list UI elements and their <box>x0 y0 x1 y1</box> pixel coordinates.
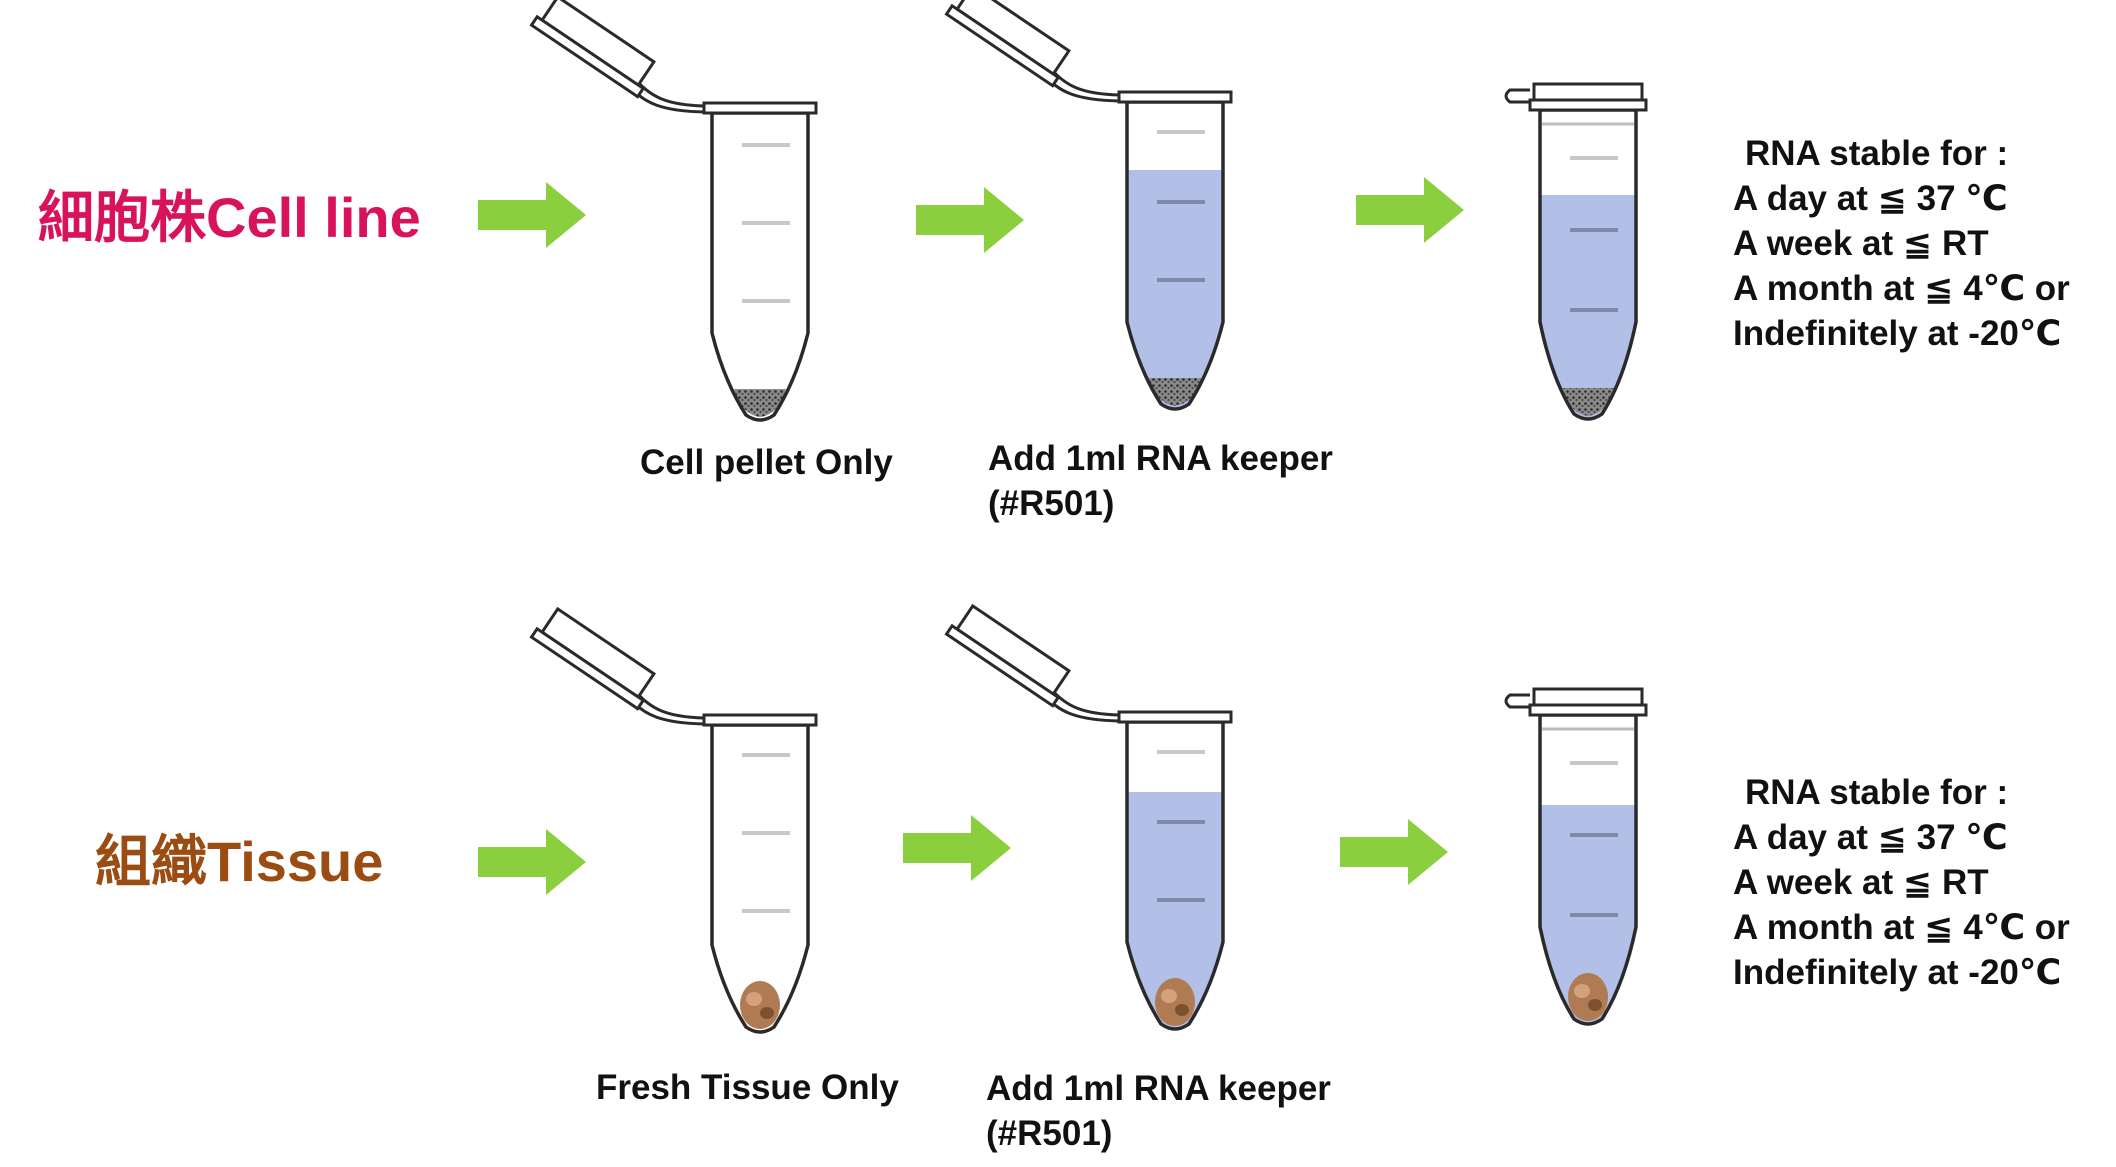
tissue-label: 組織Tissue <box>95 830 384 893</box>
tube-cap-lip <box>944 623 1061 708</box>
cell-pellet-icon <box>734 389 786 417</box>
tube-cap-lip <box>529 14 646 99</box>
open-tube-icon <box>944 603 1233 1031</box>
cell-pellet-icon <box>1562 388 1614 416</box>
closed-tube-icon <box>1504 82 1648 421</box>
stability-title: RNA stable for : <box>1745 773 2009 812</box>
tube-cap-top <box>1532 82 1644 102</box>
tube-rim <box>1528 703 1648 717</box>
tissue-sample-icon <box>740 981 780 1029</box>
caption-line: Fresh Tissue Only <box>596 1068 899 1107</box>
arrow-right-icon <box>1356 177 1464 243</box>
tube-outline <box>1125 100 1225 411</box>
stability-line: A day at ≦ 37 ℃ <box>1733 818 2008 857</box>
cell-pellet-icon <box>1149 378 1201 406</box>
arrow-right-icon <box>903 815 1011 881</box>
tissue-sample-icon <box>1155 978 1195 1026</box>
tube-cap-icon <box>944 0 1071 88</box>
tissue-highlight <box>1574 984 1590 998</box>
stability-line: A week at ≦ RT <box>1733 224 1989 263</box>
tubes-layer <box>529 0 1648 1034</box>
tissue-sample-icon <box>1568 973 1608 1021</box>
caption-line: (#R501) <box>986 1114 1113 1153</box>
stability-line: A day at ≦ 37 ℃ <box>1733 179 2008 218</box>
stability-line: A week at ≦ RT <box>1733 863 1989 902</box>
tube-cap-icon <box>529 0 656 99</box>
tube-cap-top <box>1532 687 1644 707</box>
stability-line: Indefinitely at -20℃ <box>1733 314 2062 353</box>
tube-cap-body <box>955 0 1071 77</box>
tube-outline <box>1538 108 1638 421</box>
tissue-highlight <box>746 992 762 1006</box>
tissue-shadow <box>1175 1004 1189 1016</box>
tube-cap-icon <box>944 603 1071 708</box>
tube-cap-icon <box>529 606 656 711</box>
closed-tube-icon <box>1504 687 1648 1026</box>
arrow-right-icon <box>478 829 586 895</box>
stability-info-cell-line: RNA stable for : A day at ≦ 37 ℃ A week … <box>1733 131 2070 356</box>
stability-line: A month at ≦ 4℃ or <box>1733 269 2070 308</box>
tube-rim <box>1528 98 1648 112</box>
caption-fresh-tissue: Fresh Tissue Only <box>596 1065 899 1110</box>
tube-cap-tab <box>1504 693 1530 709</box>
tube-outline <box>710 723 810 1034</box>
caption-add-rna-keeper: Add 1ml RNA keeper (#R501) <box>988 436 1333 526</box>
tube-rim <box>1117 90 1233 104</box>
caption-line: Cell pellet Only <box>640 443 893 482</box>
stability-info-tissue: RNA stable for : A day at ≦ 37 ℃ A week … <box>1733 770 2070 995</box>
stability-line: Indefinitely at -20℃ <box>1733 953 2062 992</box>
open-tube-icon <box>529 0 818 422</box>
caption-cell-pellet: Cell pellet Only <box>640 440 893 485</box>
arrow-right-icon <box>916 187 1024 253</box>
tube-outline <box>1538 713 1638 1026</box>
tissue-shadow <box>1588 999 1602 1011</box>
arrow-right-icon <box>1340 819 1448 885</box>
tube-outline <box>710 111 810 422</box>
tube-outline <box>1125 720 1225 1031</box>
tube-cap-lip <box>944 3 1061 88</box>
arrows-layer <box>478 177 1464 895</box>
caption-add-rna-keeper: Add 1ml RNA keeper (#R501) <box>986 1066 1331 1156</box>
open-tube-icon <box>944 0 1233 411</box>
open-tube-icon <box>529 606 818 1034</box>
tissue-shadow <box>760 1007 774 1019</box>
caption-line: Add 1ml RNA keeper <box>988 439 1333 478</box>
tissue-highlight <box>1161 989 1177 1003</box>
tube-rim <box>702 101 818 115</box>
arrow-right-icon <box>478 182 586 248</box>
caption-line: Add 1ml RNA keeper <box>986 1069 1331 1108</box>
tube-cap-tab <box>1504 88 1530 104</box>
tube-rim <box>702 713 818 727</box>
tube-rim <box>1117 710 1233 724</box>
stability-line: A month at ≦ 4℃ or <box>1733 908 2070 947</box>
tube-cap-lip <box>529 626 646 711</box>
cell-line-label: 細胞株Cell line <box>38 186 421 249</box>
stability-title: RNA stable for : <box>1745 134 2009 173</box>
caption-line: (#R501) <box>988 484 1115 523</box>
